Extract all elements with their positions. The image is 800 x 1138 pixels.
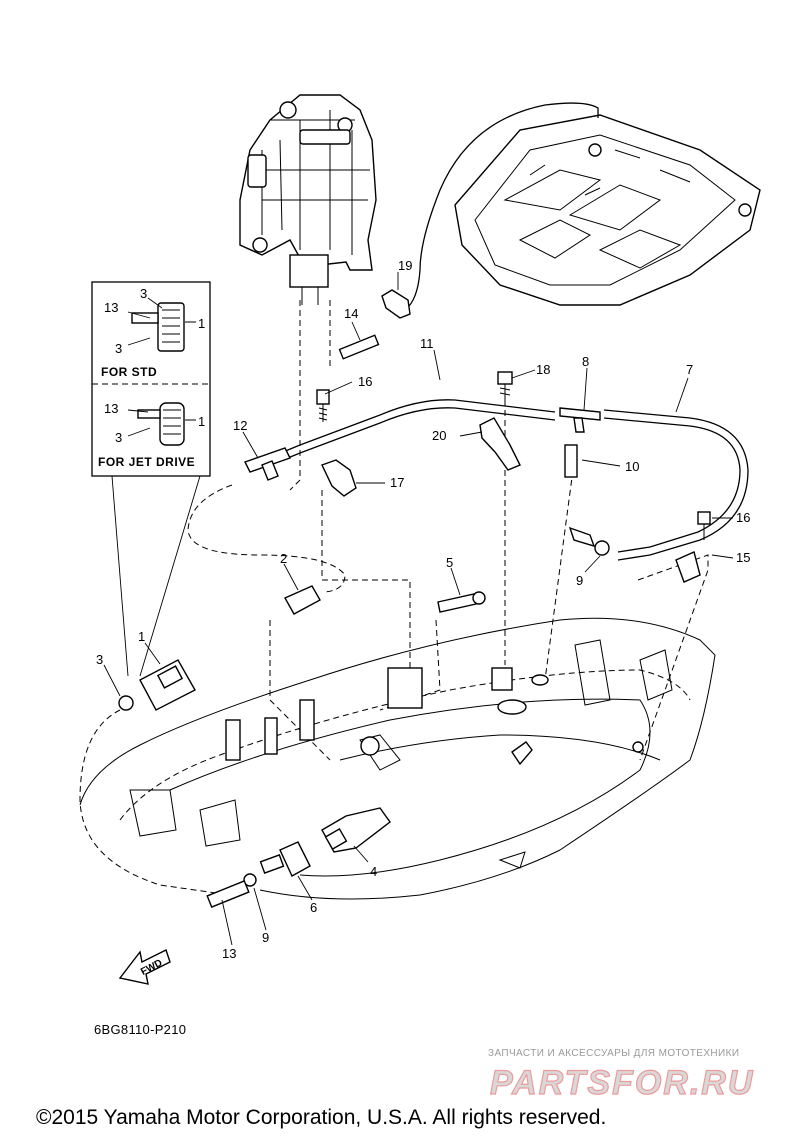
callout-4: 4 [370,864,377,879]
small-parts [118,289,711,908]
callout-13: 13 [222,946,236,961]
inset-std-callout-13: 13 [104,300,118,315]
inset-jet-callout-1: 1 [198,414,205,429]
inset-std-title: FOR STD [101,365,157,379]
callout-1: 1 [138,629,145,644]
callout-9-lower: 9 [262,930,269,945]
callout-12: 12 [233,418,247,433]
fwd-arrow: FWD [118,949,171,985]
callout-6: 6 [310,900,317,915]
copyright-footer: ©2015 Yamaha Motor Corporation, U.S.A. A… [36,1106,606,1129]
callout-19: 19 [398,258,412,273]
fuel-module-drawing [239,94,377,491]
callout-15: 15 [736,550,750,565]
inset-std-callout-3a: 3 [140,286,147,301]
callout-16-upper: 16 [358,374,372,389]
inset-jet-callout-13: 13 [104,401,118,416]
watermark-brand: PARTSFOR.RU [490,1064,754,1102]
watermark-caption: ЗАПЧАСТИ И АКСЕССУАРЫ ДЛЯ МОТОТЕХНИКИ [488,1048,739,1059]
callout-2: 2 [280,551,287,566]
fwd-label: FWD [139,958,164,978]
callout-9-right: 9 [576,573,583,588]
detail-inset: 3 13 1 3 FOR STD 13 1 3 FOR JET DRIVE [91,281,211,677]
drawing-code: 6BG8110-P210 [94,1022,186,1037]
callout-18: 18 [536,362,550,377]
bottom-cowling-drawing [79,617,716,900]
hose-11-upper-route [404,102,599,311]
callout-11: 11 [420,336,434,351]
callout-10: 10 [625,459,639,474]
engine-block-drawing [454,114,761,306]
inset-std-callout-3b: 3 [115,341,122,356]
callout-7: 7 [686,362,693,377]
callout-17: 17 [390,475,404,490]
callout-5: 5 [446,555,453,570]
callout-20: 20 [432,428,446,443]
callout-3: 3 [96,652,103,667]
callout-8: 8 [582,354,589,369]
inset-jet-title: FOR JET DRIVE [98,455,195,469]
inset-jet-callout-3: 3 [115,430,122,445]
callout-14: 14 [344,306,358,321]
callout-16-right: 16 [736,510,750,525]
leader-lines [103,272,734,946]
inset-std-callout-1: 1 [198,316,205,331]
